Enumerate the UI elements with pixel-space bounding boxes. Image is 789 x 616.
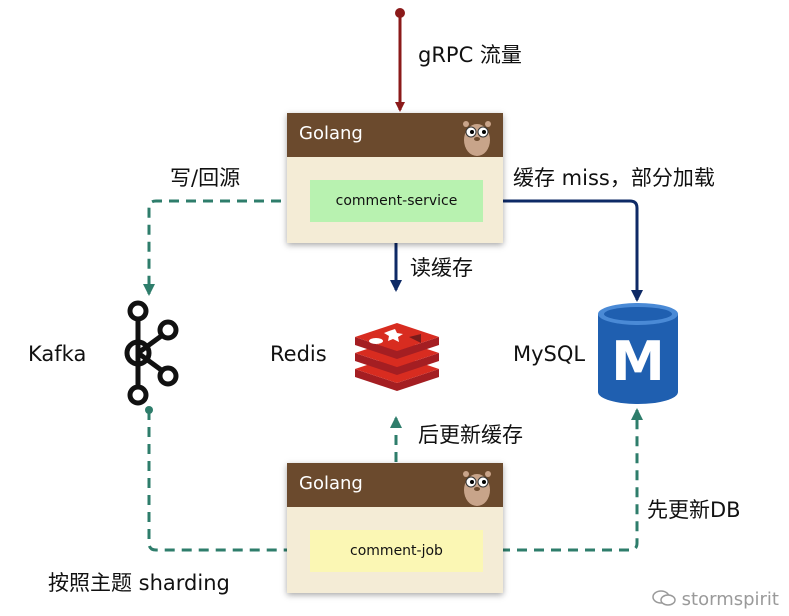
redis-icon (355, 323, 439, 391)
grpc-traffic-label: gRPC 流量 (418, 43, 522, 67)
write-to-kafka-arrow (143, 197, 302, 296)
kafka-label: Kafka (28, 342, 87, 366)
sharding-label: 按照主题 sharding (48, 571, 230, 595)
golang-job-box: Golang comment-job (287, 463, 503, 593)
golang-title: Golang (299, 123, 363, 144)
comment-service-label: comment-service (335, 193, 458, 209)
kafka-icon (124, 300, 179, 406)
mysql-label: MySQL (513, 342, 586, 366)
watermark-text: stormspirit (681, 589, 779, 610)
golang-service-box: Golang comment-service (287, 113, 503, 243)
write-back-label: 写/回源 (170, 166, 241, 190)
mysql-glyph: M (611, 330, 665, 393)
mysql-icon: M (598, 303, 678, 404)
comment-job[interactable]: comment-job (310, 530, 483, 572)
update-db-label: 先更新DB (647, 498, 741, 522)
comment-service[interactable]: comment-service (310, 180, 483, 222)
golang-title: Golang (299, 473, 363, 494)
cache-miss-label: 缓存 miss，部分加载 (513, 166, 715, 190)
update-cache-label: 后更新缓存 (418, 423, 523, 447)
read-cache-label: 读缓存 (410, 256, 473, 280)
gopher-icon (463, 121, 491, 156)
gopher-icon (463, 471, 491, 506)
redis-label: Redis (270, 342, 327, 366)
kafka-to-job-arrow (145, 406, 307, 556)
wechat-icon (652, 590, 676, 606)
watermark: stormspirit (652, 589, 779, 610)
comment-job-label: comment-job (350, 543, 443, 559)
grpc-arrow (395, 8, 405, 112)
